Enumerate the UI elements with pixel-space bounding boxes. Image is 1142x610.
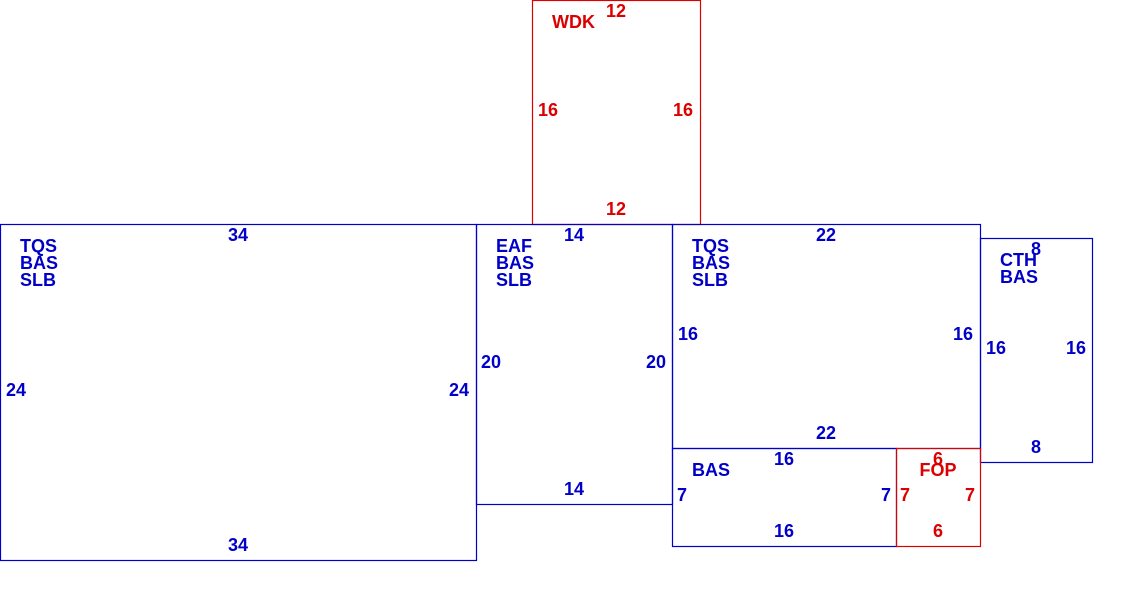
dimension-top: 16 — [774, 449, 794, 469]
room-outline — [979, 237, 1094, 464]
dimension-top: 12 — [606, 1, 626, 21]
room-label: BAS — [692, 253, 730, 273]
dimension-bottom: 34 — [228, 535, 248, 555]
dimension-right: 7 — [881, 485, 891, 505]
room-label: SLB — [692, 270, 728, 290]
room-wdk: WDK 12 12 16 16 — [531, 0, 702, 226]
dimension-right: 16 — [1066, 338, 1086, 358]
room-label: BAS — [1000, 267, 1038, 287]
room-label: CTH — [1000, 250, 1037, 270]
room-outline — [0, 223, 478, 562]
dimension-left: 7 — [900, 485, 910, 505]
dimension-bottom: 22 — [816, 423, 836, 443]
room-label: TQS — [20, 236, 57, 256]
dimension-top: 8 — [1031, 239, 1041, 259]
dimension-top: 34 — [228, 225, 248, 245]
room-outline — [895, 447, 982, 548]
dimension-bottom: 6 — [933, 521, 943, 541]
room-label: SLB — [20, 270, 56, 290]
dimension-left: 16 — [538, 100, 558, 120]
dimension-right: 20 — [646, 352, 666, 372]
dimension-left: 16 — [986, 338, 1006, 358]
dimension-bottom: 12 — [606, 199, 626, 219]
room-label: BAS — [692, 460, 730, 480]
dimension-bottom: 16 — [774, 521, 794, 541]
room-label: BAS — [20, 253, 58, 273]
room-label: WDK — [552, 12, 595, 32]
dimension-left: 20 — [481, 352, 501, 372]
dimension-right: 7 — [965, 485, 975, 505]
dimension-left: 24 — [6, 380, 26, 400]
room-bas: BAS 16 16 7 7 — [671, 447, 898, 548]
room-label: EAF — [496, 236, 532, 256]
dimension-top: 6 — [933, 449, 943, 469]
dimension-left: 7 — [677, 485, 687, 505]
dimension-right: 24 — [449, 380, 469, 400]
room-label: TQS — [692, 236, 729, 256]
dimension-right: 16 — [673, 100, 693, 120]
dimension-top: 14 — [564, 225, 584, 245]
room-label: FOP — [919, 460, 956, 480]
dimension-top: 22 — [816, 225, 836, 245]
dimension-left: 16 — [678, 324, 698, 344]
room-label: SLB — [496, 270, 532, 290]
dimension-bottom: 8 — [1031, 437, 1041, 457]
room-label: BAS — [496, 253, 534, 273]
dimension-bottom: 14 — [564, 479, 584, 499]
dimension-right: 16 — [953, 324, 973, 344]
